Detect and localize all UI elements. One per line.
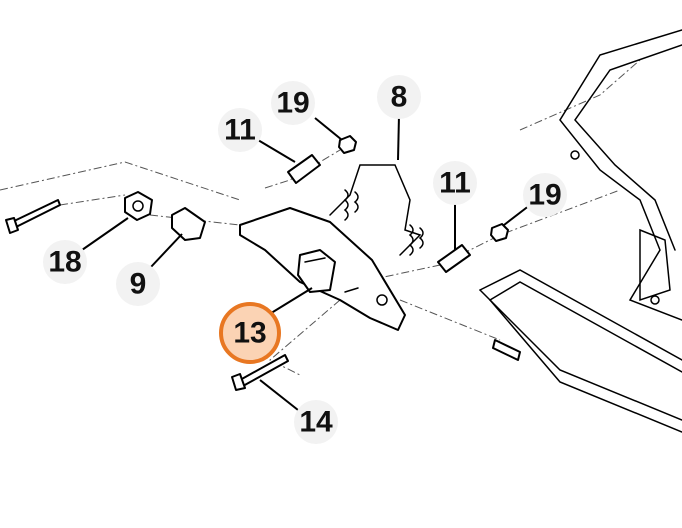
leader-lines [81, 114, 531, 411]
callout-label: 19 [528, 179, 561, 212]
bolt-14 [231, 354, 289, 391]
spring-8 [329, 164, 424, 256]
callout-label: 14 [299, 406, 333, 439]
callout-label: 8 [391, 81, 408, 114]
bracket-plate [239, 207, 406, 331]
callout-11[interactable]: 11 [433, 161, 477, 205]
nut-19-right [490, 223, 509, 242]
callout-18[interactable]: 18 [43, 240, 87, 284]
frame-part [479, 29, 682, 433]
nut-9 [171, 207, 206, 241]
bolt-left [5, 199, 61, 234]
assembly-guide-lines [0, 59, 641, 376]
nut-19-left [338, 135, 357, 154]
callout-19[interactable]: 19 [523, 173, 567, 217]
callout-label: 19 [276, 87, 309, 120]
pin-11-left [287, 154, 321, 184]
callout-8[interactable]: 8 [377, 75, 421, 119]
callout-9[interactable]: 9 [116, 262, 160, 306]
callout-label: 11 [224, 114, 256, 147]
pin-11-right [437, 244, 471, 273]
callout-11[interactable]: 11 [218, 108, 262, 152]
callout-label: 13 [233, 317, 266, 350]
callout-14[interactable]: 14 [294, 400, 338, 444]
callout-19[interactable]: 19 [271, 81, 315, 125]
callout-label: 11 [439, 167, 471, 200]
nut-18 [124, 191, 153, 221]
callout-label: 9 [130, 268, 147, 301]
callout-label: 18 [48, 246, 81, 279]
callout-13-highlighted[interactable]: 13 [219, 302, 281, 364]
